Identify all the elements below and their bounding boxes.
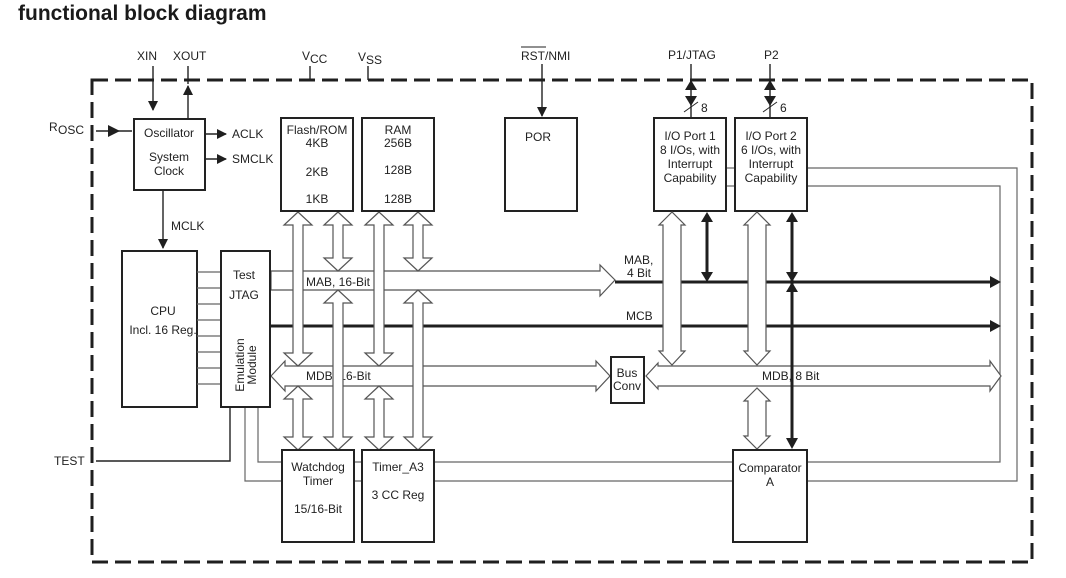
svg-text:Test: Test (233, 268, 256, 282)
svg-text:CC: CC (310, 52, 328, 66)
p2-bidir-arrow: 6 (762, 64, 787, 118)
svg-text:4KB: 4KB (306, 136, 329, 150)
svg-text:Clock: Clock (154, 164, 185, 178)
svg-text:I/O Port 1: I/O Port 1 (664, 129, 716, 143)
por-block: POR (504, 117, 578, 212)
ram-mab-arrow (402, 211, 434, 272)
comparator-a-block: Comparator A (732, 449, 808, 543)
cpu-emulation-links (197, 271, 221, 385)
mcb-label: MCB (626, 309, 653, 323)
svg-text:Watchdog: Watchdog (291, 460, 345, 474)
emulation-module-block: Test JTAG Emulation Module (220, 250, 271, 408)
watchdog-timer-block: Watchdog Timer 15/16-Bit (281, 449, 355, 543)
p1-bidir-arrow: 8 (683, 64, 708, 118)
mdb-timer-arrow (363, 385, 395, 451)
svg-text:256B: 256B (384, 136, 412, 150)
rosc-arrow-icon (108, 125, 120, 137)
mab-16bit-label: MAB, 16-Bit (306, 275, 371, 289)
pin-vcc: V CC (302, 49, 328, 66)
mcb-arrow-icon (990, 320, 1001, 332)
svg-text:Interrupt: Interrupt (668, 157, 713, 171)
svg-text:/NMI: /NMI (545, 49, 570, 63)
svg-text:Module: Module (245, 345, 259, 385)
svg-text:CPU: CPU (150, 304, 175, 318)
page-title: functional block diagram (18, 2, 267, 25)
pin-p1-jtag: P1/JTAG (668, 48, 716, 62)
svg-text:SS: SS (366, 53, 382, 67)
svg-text:R: R (49, 120, 58, 134)
mab-4bit-label-1: MAB, (624, 253, 653, 267)
svg-text:15/16-Bit: 15/16-Bit (294, 502, 343, 516)
svg-text:2KB: 2KB (306, 165, 329, 179)
svg-text:Oscillator: Oscillator (144, 126, 194, 140)
mab-4bit-label-2: 4 Bit (627, 266, 652, 280)
aclk-label: ACLK (232, 127, 263, 141)
pin-vss: V SS (358, 50, 382, 67)
svg-text:3 CC Reg: 3 CC Reg (372, 488, 425, 502)
io-port1-block: I/O Port 1 8 I/Os, with Interrupt Capabi… (653, 117, 727, 212)
oscillator-block: Oscillator System Clock (133, 118, 206, 191)
svg-text:RAM: RAM (385, 123, 412, 137)
ram-mdb-arrow (363, 211, 395, 367)
svg-text:Emulation: Emulation (233, 338, 247, 391)
svg-text:POR: POR (525, 130, 551, 144)
svg-text:Timer: Timer (303, 474, 333, 488)
mdb-8bit-bus (645, 359, 1002, 393)
io-port2-block: I/O Port 2 6 I/Os, with Interrupt Capabi… (734, 117, 808, 212)
svg-text:8 I/Os, with: 8 I/Os, with (660, 143, 720, 157)
svg-text:Interrupt: Interrupt (749, 157, 794, 171)
pin-rosc: R OSC (49, 120, 84, 137)
svg-text:System: System (149, 150, 189, 164)
svg-text:Flash/ROM: Flash/ROM (287, 123, 348, 137)
svg-text:Conv: Conv (613, 379, 641, 393)
svg-text:V: V (358, 50, 366, 64)
svg-text:Bus: Bus (617, 366, 638, 380)
svg-text:6 I/Os, with: 6 I/Os, with (741, 143, 801, 157)
flash-mab-arrow (322, 211, 354, 272)
svg-text:Incl. 16 Reg.: Incl. 16 Reg. (129, 323, 196, 337)
flash-rom-block: Flash/ROM 4KB 2KB 1KB (280, 117, 354, 212)
comparator-mdb-arrow (742, 387, 772, 450)
memory-bus-arrows (282, 211, 434, 451)
svg-text:V: V (302, 49, 310, 63)
ram-block: RAM 256B 128B 128B (361, 117, 435, 212)
svg-text:Capability: Capability (745, 171, 798, 185)
mab-16bit-bus (270, 263, 616, 298)
port2-mdb-arrow (742, 211, 772, 366)
svg-text:Comparator: Comparator (738, 461, 801, 475)
pin-xout: XOUT (173, 49, 207, 63)
mclk-label: MCLK (171, 219, 204, 233)
pin-p2: P2 (764, 48, 779, 62)
svg-text:JTAG: JTAG (229, 288, 259, 302)
bus-conv-block: Bus Conv (610, 356, 645, 404)
chip-boundary (90, 78, 1034, 564)
flash-mdb-arrow (282, 211, 314, 367)
svg-text:128B: 128B (384, 192, 412, 206)
cpu-block: CPU Incl. 16 Reg. (121, 250, 198, 408)
svg-text:OSC: OSC (58, 123, 84, 137)
svg-text:I/O Port 2: I/O Port 2 (745, 129, 797, 143)
mab-4bit-arrow-icon (990, 276, 1001, 288)
port1-mdb-arrow (657, 211, 687, 366)
svg-text:Capability: Capability (664, 171, 717, 185)
timer-a3-block: Timer_A3 3 CC Reg (361, 449, 435, 543)
mdb-watchdog-arrow (282, 385, 314, 451)
svg-text:A: A (766, 475, 774, 489)
svg-text:1KB: 1KB (306, 192, 329, 206)
svg-text:RST: RST (521, 49, 546, 63)
pin-test: TEST (54, 454, 85, 468)
smclk-label: SMCLK (232, 152, 273, 166)
svg-text:8: 8 (701, 101, 708, 115)
pin-xin: XIN (137, 49, 157, 63)
test-pin-line (96, 407, 231, 462)
pin-rst-nmi: RST /NMI (521, 46, 570, 63)
svg-text:128B: 128B (384, 163, 412, 177)
svg-text:6: 6 (780, 101, 787, 115)
svg-text:Timer_A3: Timer_A3 (372, 460, 424, 474)
